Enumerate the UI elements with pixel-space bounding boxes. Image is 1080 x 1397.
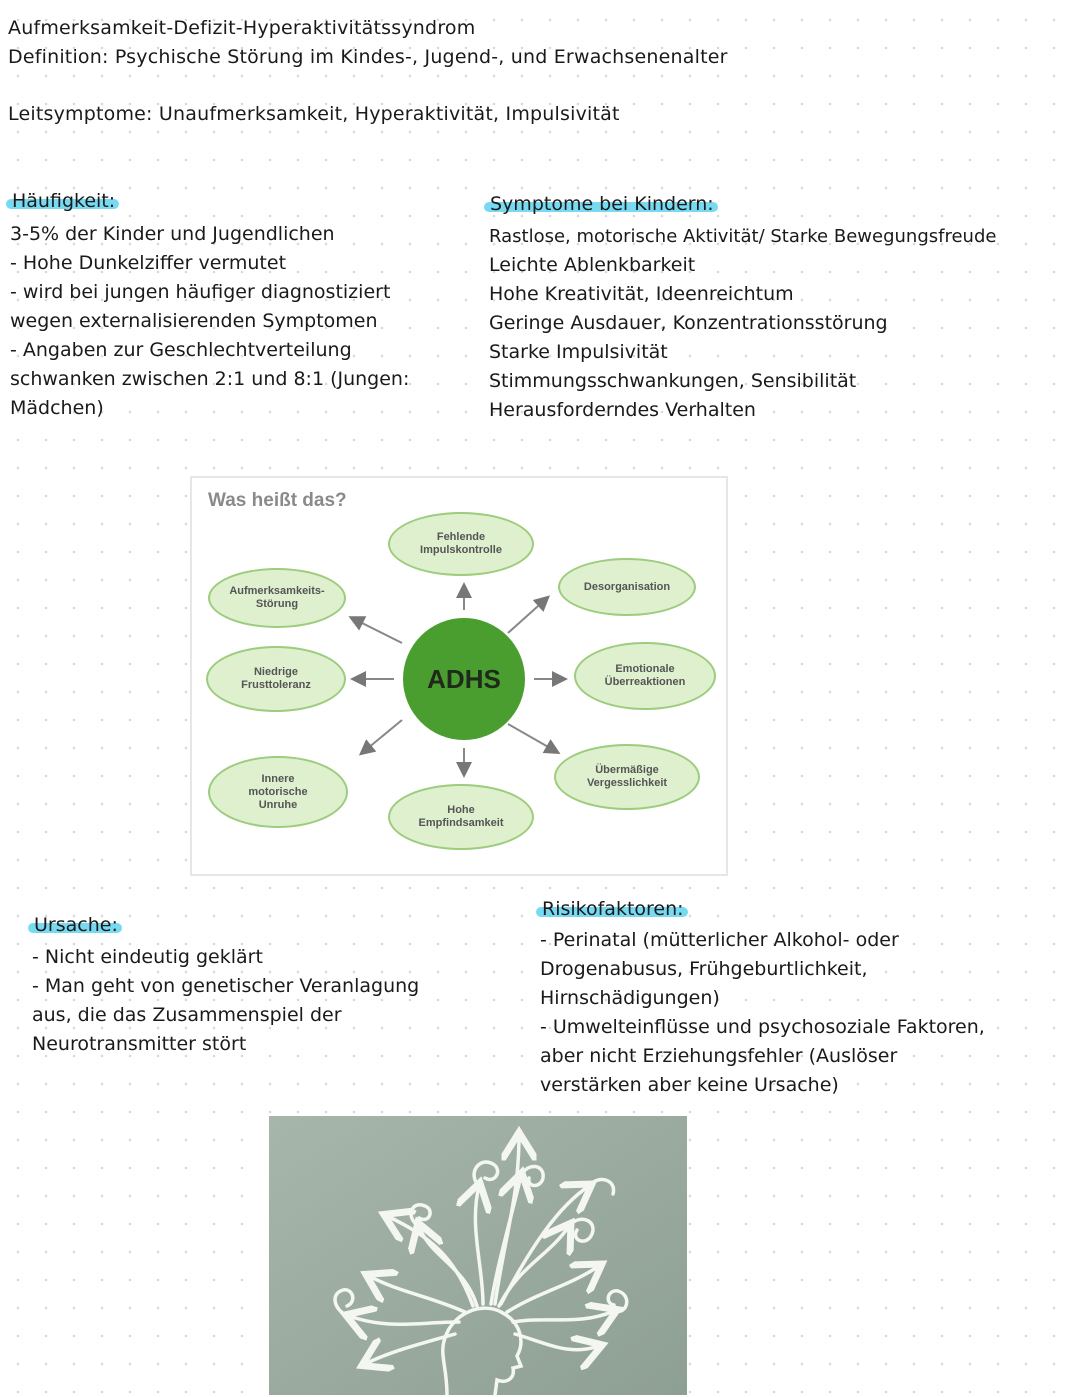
ursache-heading-text: Ursache: [28,914,122,936]
list-item: aber nicht Erziehungsfehler (Auslöser [540,1045,898,1067]
list-item: Hohe Kreativität, Ideenreichtum [489,283,794,305]
list-item: schwanken zwischen 2:1 und 8:1 (Jungen: [10,368,410,390]
risiko-heading-text: Risikofaktoren: [536,898,688,920]
list-item: - Hohe Dunkelziffer vermutet [10,252,287,274]
list-item: Geringe Ausdauer, Konzentrationsstörung [489,312,888,334]
list-item: Hirnschädigungen) [540,987,720,1009]
symptome-list: Rastlose, motorische Aktivität/ Starke B… [489,222,996,425]
risiko-list: - Perinatal (mütterlicher Alkohol- oder … [540,926,985,1100]
ursache-heading: Ursache: [28,914,122,936]
node-impulskontrolle: Fehlende Impulskontrolle [388,512,534,576]
node-empfindsamkeit: Hohe Empfindsamkeit [388,784,534,850]
head-arrows-image [269,1116,687,1395]
haeufigkeit-heading-text: Häufigkeit: [5,190,120,212]
adhs-diagram: Was heißt das? ADHS Fehlende Impulskontr… [190,476,728,876]
diagram-arrows [348,582,568,778]
list-item: Starke Impulsivität [489,341,668,363]
symptome-heading: Symptome bei Kindern: [484,193,718,215]
node-vergesslichkeit: Übermäßige Vergesslichkeit [554,744,700,810]
node-emotionale-ueberreaktionen: Emotionale Überreaktionen [574,642,716,710]
list-item: Neurotransmitter stört [32,1033,247,1055]
list-item: aus, die das Zusammenspiel der [32,1004,342,1026]
risiko-heading: Risikofaktoren: [536,898,688,920]
list-item: - Man geht von genetischer Veranlagung [32,975,420,997]
list-item: Stimmungsschwankungen, Sensibilität [489,370,857,392]
arrow-bottom-left [358,719,403,756]
node-desorganisation: Desorganisation [558,558,696,616]
arrow-bottom-right [507,723,561,754]
node-frusttoleranz: Niedrige Frusttoleranz [206,646,346,712]
arrow-top-right [507,595,550,634]
list-item: verstärken aber keine Ursache) [540,1074,839,1096]
list-item: - Angaben zur Geschlechtverteilung [10,339,352,361]
leitsymptome-text: Leitsymptome: Unaufmerksamkeit, Hyperakt… [8,103,620,125]
symptome-heading-text: Symptome bei Kindern: [484,193,718,215]
list-item: Leichte Ablenkbarkeit [489,254,696,276]
list-item: 3-5% der Kinder und Jugendlichen [10,223,335,245]
adhs-center-node: ADHS [403,618,525,740]
node-motorische-unruhe: Innere motorische Unruhe [208,756,348,828]
list-item: - Nicht eindeutig geklärt [32,946,263,968]
list-item: wegen externalisierenden Symptomen [10,310,378,332]
ursache-list: - Nicht eindeutig geklärt - Man geht von… [32,943,419,1059]
page-title: Aufmerksamkeit-Defizit-Hyperaktivitätssy… [8,17,476,39]
chalk-drawing [333,1136,629,1395]
node-aufmerksamkeitsstoerung: Aufmerksamkeits- Störung [208,568,346,628]
head-arrows-icon [269,1116,687,1395]
list-item: - Umwelteinflüsse und psychosoziale Fakt… [540,1016,985,1038]
list-item: - Perinatal (mütterlicher Alkohol- oder [540,929,899,951]
list-item: Drogenabusus, Frühgeburtlichkeit, [540,958,868,980]
list-item: Rastlose, motorische Aktivität/ Starke B… [489,226,997,247]
haeufigkeit-list: 3-5% der Kinder und Jugendlichen - Hohe … [10,220,409,423]
definition-text: Definition: Psychische Störung im Kindes… [8,46,728,68]
list-item: - wird bei jungen häufiger diagnostizier… [10,281,391,303]
list-item: Herausforderndes Verhalten [489,399,756,421]
diagram-title: Was heißt das? [208,490,347,511]
haeufigkeit-heading: Häufigkeit: [5,190,120,212]
arrow-top-left [348,616,403,644]
list-item: Mädchen) [10,397,104,419]
